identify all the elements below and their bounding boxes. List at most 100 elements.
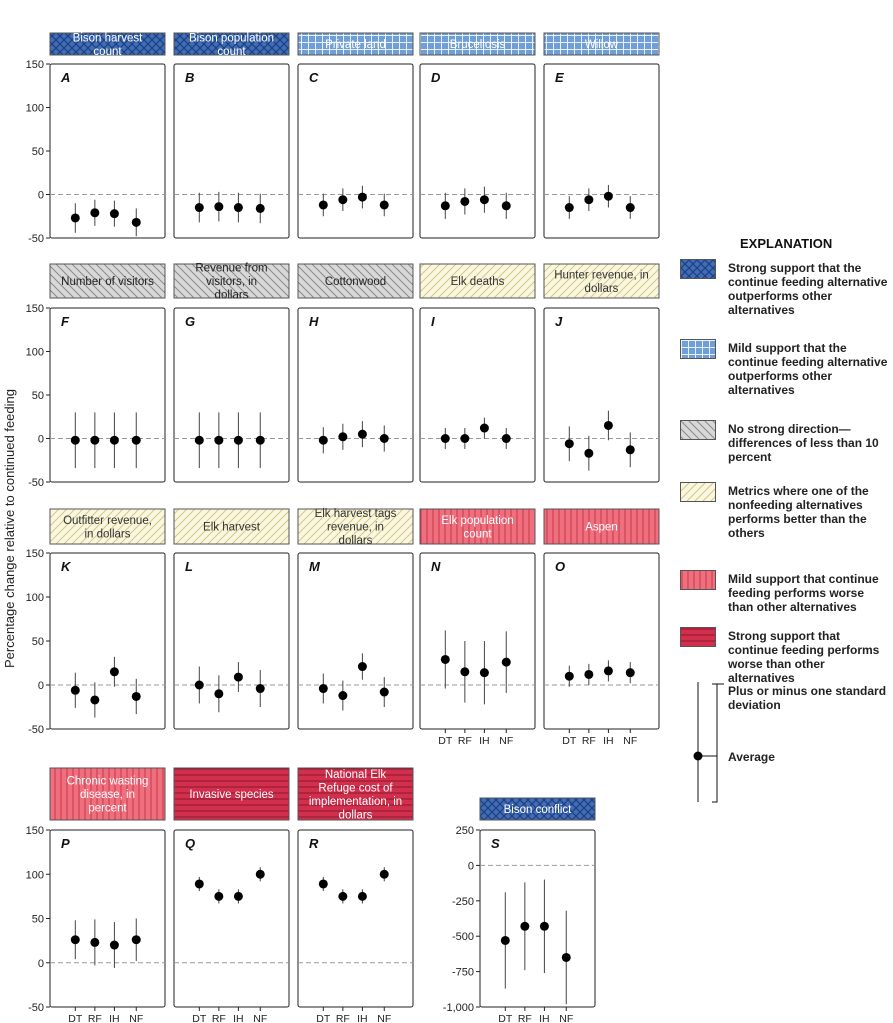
mean-point bbox=[460, 667, 470, 677]
mean-point bbox=[625, 445, 635, 455]
panel-letter: K bbox=[61, 559, 72, 574]
panel-title-band bbox=[419, 263, 536, 299]
panel-title-text: Hunter revenue, in bbox=[554, 269, 649, 281]
x-tick-label: NF bbox=[377, 1013, 391, 1023]
mean-point bbox=[584, 669, 594, 679]
panel-letter: D bbox=[431, 70, 441, 85]
x-tick-label: RF bbox=[582, 735, 596, 747]
y-tick-label: 100 bbox=[26, 347, 44, 359]
panel-title-text: visitors, in bbox=[206, 276, 257, 288]
mean-point bbox=[479, 423, 489, 433]
mean-point bbox=[90, 208, 100, 218]
mean-point bbox=[501, 657, 511, 667]
panel-title-band bbox=[297, 32, 414, 56]
panel-title-band bbox=[419, 508, 536, 545]
panel-title-text: Outfitter revenue, bbox=[63, 515, 152, 527]
panel-title-text: Chronic wasting bbox=[67, 776, 149, 788]
panel-title-text: Aspen bbox=[585, 522, 618, 534]
mean-point bbox=[357, 192, 367, 202]
y-tick-label: 150 bbox=[26, 825, 44, 837]
legend-text-strong-blue: Strong support that the continue feeding… bbox=[728, 261, 888, 317]
panel-letter: O bbox=[555, 559, 565, 574]
panel-title-band bbox=[297, 263, 414, 299]
mean-point bbox=[564, 671, 574, 681]
panel-title-band bbox=[543, 508, 660, 545]
legend-swatch-mild-red bbox=[680, 570, 716, 590]
panel-title-text: implementation, in bbox=[309, 796, 402, 808]
panel-frame bbox=[297, 552, 414, 730]
mean-point bbox=[194, 435, 204, 445]
panel-letter: P bbox=[61, 836, 70, 851]
panel-title-text: count bbox=[93, 46, 122, 58]
panel-frame bbox=[173, 63, 290, 239]
mean-point bbox=[194, 680, 204, 690]
legend-average-label: Average bbox=[728, 750, 775, 764]
x-tick-label: RF bbox=[212, 1013, 226, 1023]
mean-point bbox=[603, 666, 613, 676]
panel-title-text: in dollars bbox=[84, 528, 130, 540]
mean-point bbox=[625, 668, 635, 678]
panel-title-text: Bison harvest bbox=[73, 32, 143, 44]
mean-point bbox=[233, 672, 243, 682]
x-tick-label: RF bbox=[88, 1013, 102, 1023]
mean-point bbox=[255, 684, 265, 694]
panel-letter: A bbox=[60, 70, 70, 85]
mean-point bbox=[625, 203, 635, 213]
x-tick-label: RF bbox=[458, 735, 472, 747]
y-tick-label: 50 bbox=[32, 636, 44, 648]
mean-point bbox=[214, 202, 224, 212]
mean-point bbox=[214, 891, 224, 901]
panel-letter: R bbox=[309, 836, 319, 851]
panel-frame bbox=[419, 552, 536, 730]
mean-point bbox=[214, 435, 224, 445]
y-tick-label: -50 bbox=[28, 724, 44, 736]
x-tick-label: NF bbox=[559, 1013, 573, 1023]
panel-frame bbox=[543, 63, 660, 239]
x-tick-label: NF bbox=[499, 735, 513, 747]
x-tick-label: IH bbox=[357, 1013, 368, 1023]
y-tick-label: -50 bbox=[28, 1002, 44, 1014]
legend-sd-label: Plus or minus one standard deviation bbox=[728, 684, 887, 712]
panel-letter: I bbox=[431, 314, 435, 329]
mean-point bbox=[131, 691, 141, 701]
panel-title-text: Cottonwood bbox=[325, 276, 386, 288]
mean-point bbox=[501, 201, 511, 211]
panel-title-text: Brucellosis bbox=[450, 39, 506, 51]
y-tick-label: -1,000 bbox=[443, 1002, 474, 1014]
mean-point bbox=[131, 217, 141, 227]
panel-letter: Q bbox=[185, 836, 195, 851]
mean-point bbox=[318, 435, 328, 445]
panel-title-text: percent bbox=[88, 803, 127, 815]
panel-title-text: Elk harvest bbox=[203, 522, 261, 534]
panel-title-text: Private land bbox=[325, 39, 386, 51]
panel-letter: N bbox=[431, 559, 441, 574]
mean-point bbox=[90, 695, 100, 705]
mean-point bbox=[440, 654, 450, 664]
panel-frame bbox=[49, 307, 166, 483]
mean-point bbox=[603, 420, 613, 430]
x-tick-label: IH bbox=[539, 1013, 550, 1023]
panel-title-text: Invasive species bbox=[189, 789, 274, 801]
mean-point bbox=[379, 869, 389, 879]
mean-point bbox=[214, 689, 224, 699]
x-tick-label: DT bbox=[498, 1013, 513, 1023]
panel-title-band bbox=[297, 508, 414, 545]
panel-frame bbox=[173, 307, 290, 483]
panel-letter: H bbox=[309, 314, 319, 329]
mean-point bbox=[233, 891, 243, 901]
y-tick-label: 50 bbox=[32, 390, 44, 402]
mean-point bbox=[379, 434, 389, 443]
panel-title-text: Refuge cost of bbox=[318, 782, 393, 794]
panel-letter: E bbox=[555, 70, 564, 85]
x-tick-label: NF bbox=[253, 1013, 267, 1023]
explanation-title: EXPLANATION bbox=[740, 236, 833, 251]
mean-point bbox=[539, 921, 549, 931]
legend-swatch-strong-blue bbox=[680, 259, 716, 279]
